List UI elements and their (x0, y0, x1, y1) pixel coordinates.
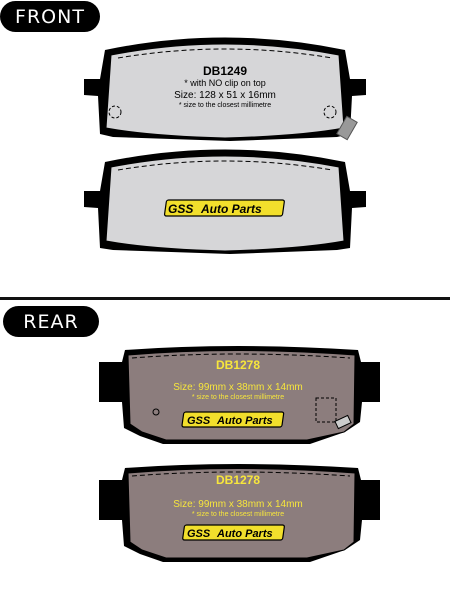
gss-logo: GSS Auto Parts (182, 524, 285, 541)
pad-clip-outline (315, 397, 337, 423)
front-pad-code: DB1249 (203, 64, 247, 78)
front-brake-pad-top: DB1249 * with NO clip on top Size: 128 x… (84, 37, 366, 141)
pad-mount-hole-right (323, 105, 337, 119)
logo-brand-b: Auto Parts (200, 202, 262, 216)
pad-friction-material (105, 43, 345, 139)
section-divider (0, 297, 450, 300)
rear-brake-pad-bottom: DB1278 Size: 99mm x 38mm x 14mm * size t… (99, 464, 380, 562)
gss-logo: GSS Auto Parts (163, 199, 285, 217)
pad-edge-line (131, 471, 351, 477)
rear-pad-size: Size: 99mm x 38mm x 14mm (173, 382, 302, 393)
rear-pad-code: DB1278 (216, 358, 260, 372)
front-section-label: FRONT (0, 1, 100, 32)
pad-edge-line (117, 160, 333, 171)
rear-pad-size-note: * size to the closest millimetre (192, 394, 284, 401)
pad-edge-line (131, 353, 351, 359)
rear-pad-code: DB1278 (216, 473, 260, 487)
logo-brand-a: GSS (168, 202, 193, 216)
gss-logo: GSS Auto Parts (181, 411, 285, 428)
front-pad-size-note: * size to the closest millimetre (179, 102, 271, 109)
logo-brand-b: Auto Parts (216, 528, 273, 540)
rear-section-label: REAR (3, 306, 99, 337)
wear-indicator-clip (336, 115, 358, 141)
front-brake-pad-bottom: GSS Auto Parts (84, 149, 366, 254)
pad-mount-hole-left (108, 105, 122, 119)
front-pad-note: * with NO clip on top (184, 78, 266, 88)
rear-pad-size-note: * size to the closest millimetre (192, 511, 284, 518)
front-pad-size: Size: 128 x 51 x 16mm (174, 90, 276, 101)
rear-brake-pad-top: DB1278 Size: 99mm x 38mm x 14mm * size t… (99, 346, 380, 444)
logo-brand-a: GSS (187, 415, 211, 427)
logo-brand-a: GSS (187, 528, 211, 540)
pad-edge-line (117, 48, 333, 59)
pad-mount-hole-left (152, 408, 160, 416)
logo-brand-b: Auto Parts (216, 415, 273, 427)
wear-indicator-clip (334, 414, 352, 430)
rear-pad-size: Size: 99mm x 38mm x 14mm (173, 499, 302, 510)
